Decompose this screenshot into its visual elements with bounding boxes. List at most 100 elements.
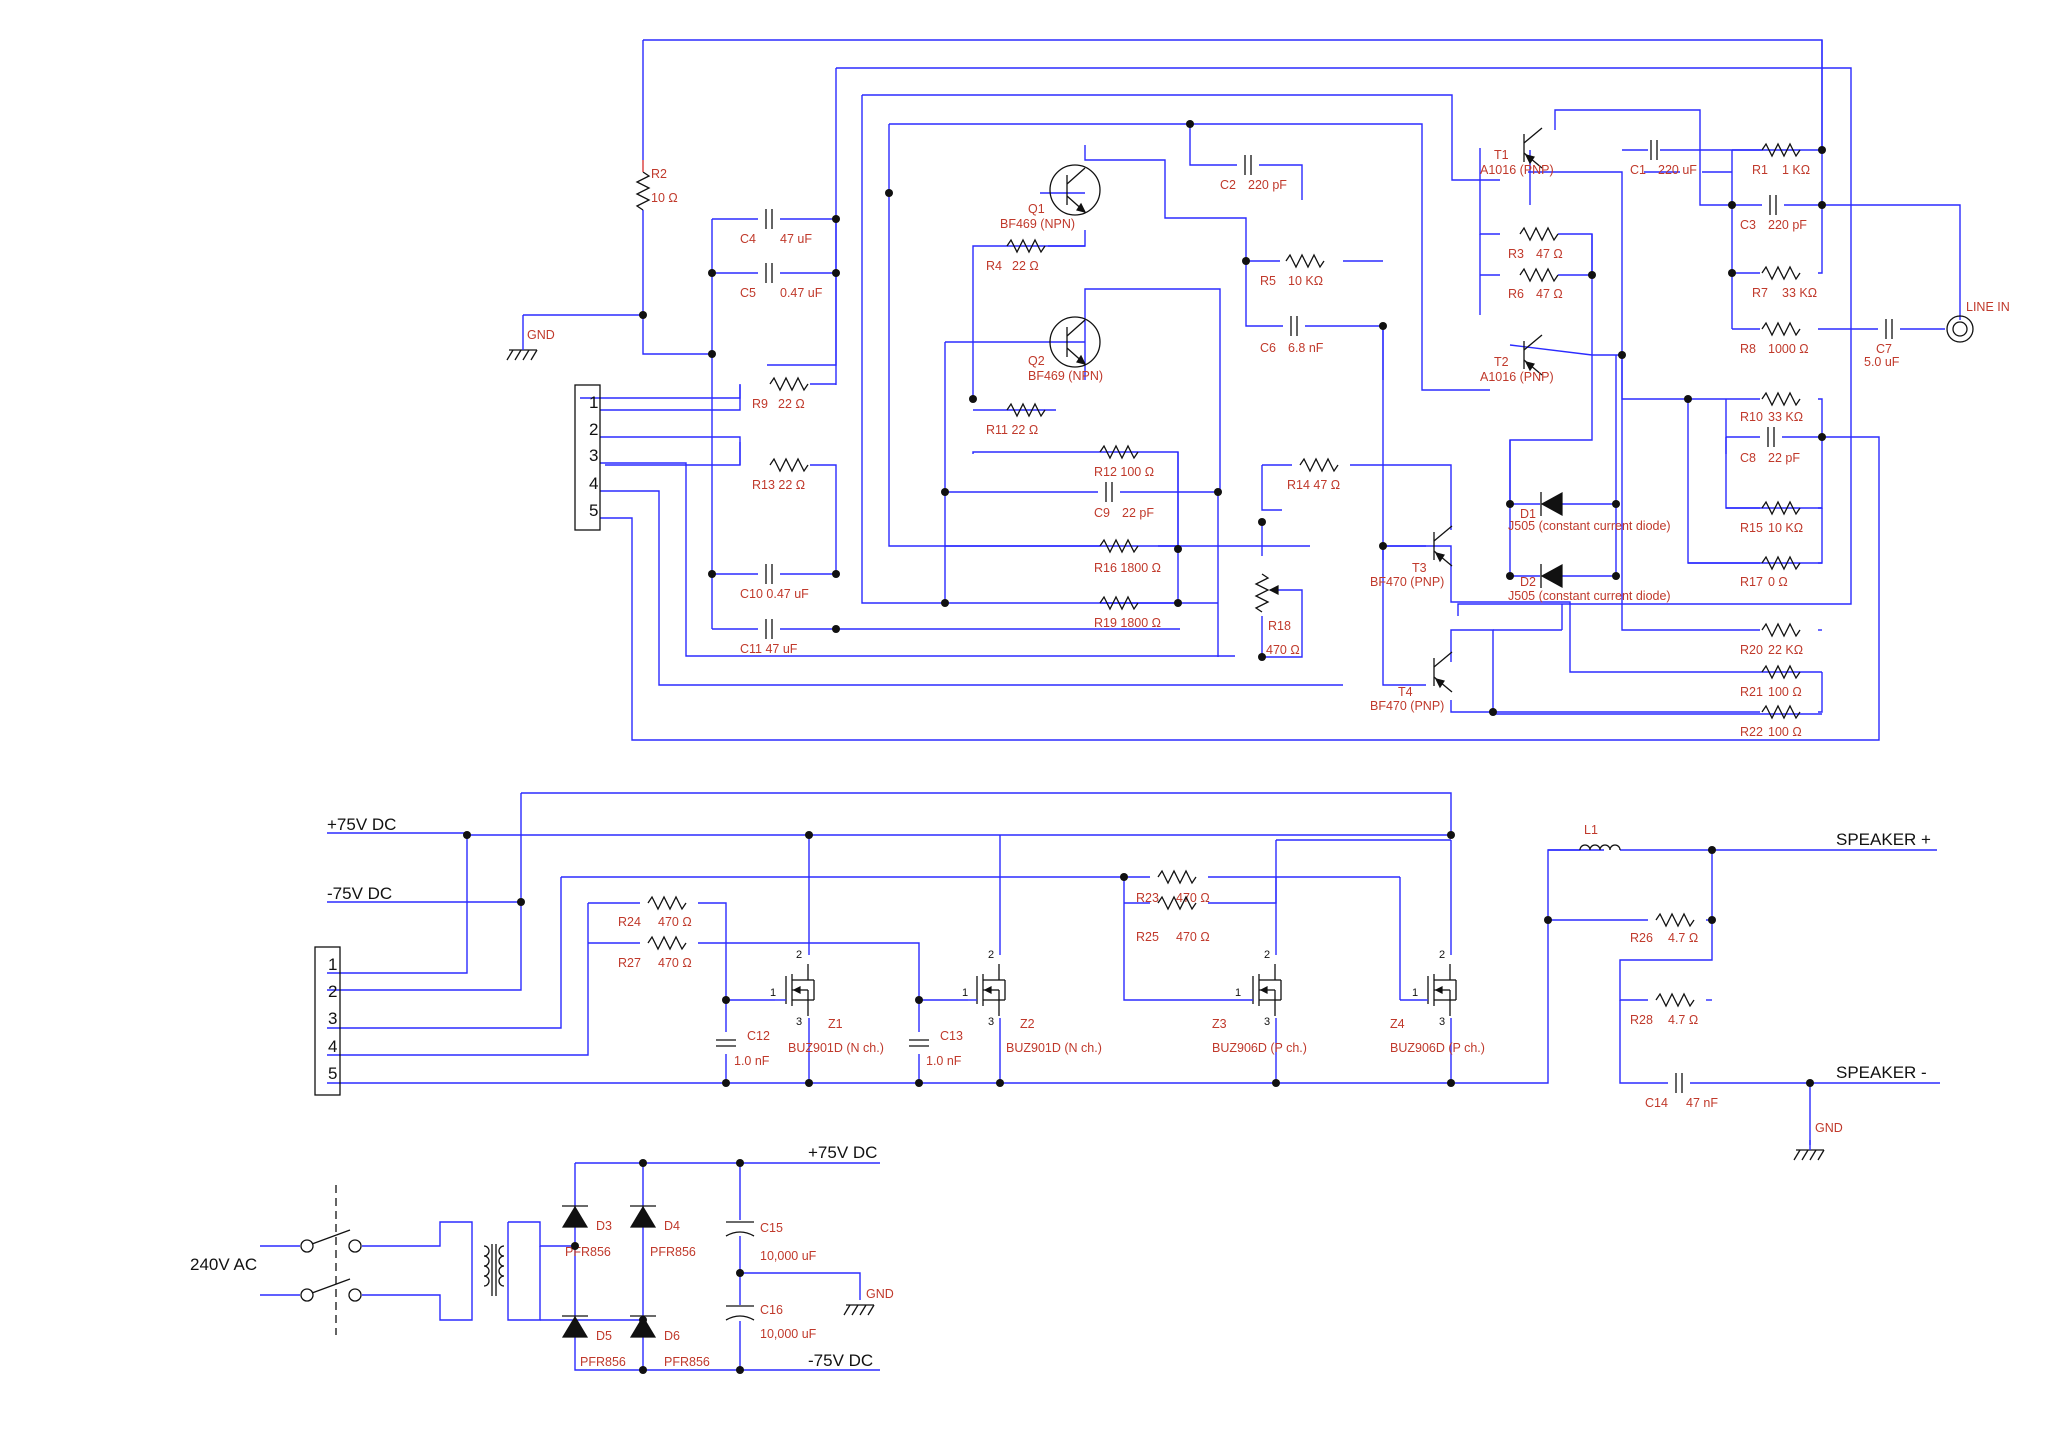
label-R26: R26 xyxy=(1630,931,1653,945)
label-speaker-minus: SPEAKER - xyxy=(1836,1063,1927,1082)
pin-bottom-3: 3 xyxy=(328,1009,337,1028)
pin-Z1-gate: 1 xyxy=(770,987,776,999)
resistor-R3 xyxy=(1519,227,1559,241)
pin-Z2-gate: 1 xyxy=(962,987,968,999)
pin-bottom-5: 5 xyxy=(328,1064,337,1083)
transistor-T4 xyxy=(1433,651,1453,693)
label-T4: T4 xyxy=(1398,685,1413,699)
value-C14: 47 nF xyxy=(1686,1096,1718,1110)
pin-Z2-drain: 2 xyxy=(988,949,994,961)
label-C5: C5 xyxy=(740,286,756,300)
gnd-symbol-3 xyxy=(843,1304,875,1316)
label-D6: D6 xyxy=(664,1329,680,1343)
mosfet-Z4 xyxy=(1427,963,1457,1017)
label-minus-75v-output: -75V DC xyxy=(327,884,392,903)
label-R22: R22 xyxy=(1740,725,1763,739)
value-C7: 5.0 uF xyxy=(1864,355,1900,369)
label-R9: R9 xyxy=(752,397,768,411)
value-C1: 220 uF xyxy=(1658,163,1697,177)
value-C16: 10,000 uF xyxy=(760,1327,817,1341)
mosfet-Z1 xyxy=(785,963,815,1017)
label-R25: R25 xyxy=(1136,930,1159,944)
label-C6: C6 xyxy=(1260,341,1276,355)
value-D2: J505 (constant current diode) xyxy=(1508,589,1671,603)
pin-bottom-2: 2 xyxy=(328,982,337,1001)
label-Q1: Q1 xyxy=(1028,202,1045,216)
label-R18: R18 xyxy=(1268,619,1291,633)
resistor-R24 xyxy=(647,896,687,910)
label-R4: R4 xyxy=(986,259,1002,273)
diode-D3 xyxy=(561,1205,589,1228)
switch-contact-2 xyxy=(300,1288,314,1302)
value-Z2: BUZ901D (N ch.) xyxy=(1006,1041,1102,1055)
value-D5: PFR856 xyxy=(580,1355,626,1369)
resistor-R7 xyxy=(1761,266,1801,280)
resistor-R5 xyxy=(1285,254,1325,268)
label-minus-75v-supply: -75V DC xyxy=(808,1351,873,1370)
label-C9: C9 xyxy=(1094,506,1110,520)
transformer xyxy=(483,1244,505,1296)
diode-D5 xyxy=(561,1315,589,1338)
junction-dots-top xyxy=(639,120,1826,716)
resistor-R9 xyxy=(769,377,809,391)
label-R14: R14 47 Ω xyxy=(1287,478,1340,492)
label-C1: C1 xyxy=(1630,163,1646,177)
value-C3: 220 pF xyxy=(1768,218,1807,232)
line-in-jack xyxy=(1946,315,1974,343)
value-D1: J505 (constant current diode) xyxy=(1508,519,1671,533)
capacitor-C1 xyxy=(1650,139,1658,161)
diode-D2 xyxy=(1540,563,1563,589)
switch-contact-1 xyxy=(300,1239,314,1253)
label-240v-ac: 240V AC xyxy=(190,1255,257,1274)
label-R8: R8 xyxy=(1740,342,1756,356)
resistor-R2 xyxy=(636,171,650,211)
label-R24: R24 xyxy=(618,915,641,929)
pin-top-2: 2 xyxy=(589,420,598,439)
value-C12: 1.0 nF xyxy=(734,1054,770,1068)
resistor-R22 xyxy=(1761,705,1801,719)
pin-Z3-gate: 1 xyxy=(1235,987,1241,999)
pin-bottom-1: 1 xyxy=(328,955,337,974)
label-C8: C8 xyxy=(1740,451,1756,465)
capacitor-C13 xyxy=(908,1039,930,1047)
value-C4: 47 uF xyxy=(780,232,812,246)
value-Z3: BUZ906D (P ch.) xyxy=(1212,1041,1307,1055)
pin-Z3-source: 3 xyxy=(1264,1016,1270,1028)
driver-components: R2 10 Ω GND C4 47 uF C5 0.47 uF R9 22 Ω … xyxy=(506,127,2010,739)
value-R3: 47 Ω xyxy=(1536,247,1563,261)
label-Z4: Z4 xyxy=(1390,1017,1405,1031)
label-R6: R6 xyxy=(1508,287,1524,301)
value-R9: 22 Ω xyxy=(778,397,805,411)
capacitor-C15 xyxy=(725,1221,755,1237)
driver-wiring xyxy=(522,39,1961,741)
value-R22: 100 Ω xyxy=(1768,725,1802,739)
value-C13: 1.0 nF xyxy=(926,1054,962,1068)
value-R27: 470 Ω xyxy=(658,956,692,970)
label-R13: R13 22 Ω xyxy=(752,478,805,492)
value-R1: 1 KΩ xyxy=(1782,163,1810,177)
pin-Z4-source: 3 xyxy=(1439,1016,1445,1028)
value-C5: 0.47 uF xyxy=(780,286,823,300)
label-D2: D2 xyxy=(1520,575,1536,589)
value-D4: PFR856 xyxy=(650,1245,696,1259)
value-R8: 1000 Ω xyxy=(1768,342,1809,356)
label-R23: R23 xyxy=(1136,891,1159,905)
connector-top xyxy=(574,384,601,531)
value-R23: 470 Ω xyxy=(1176,891,1210,905)
junction-dots-supply xyxy=(571,1159,744,1374)
label-plus-75v-output: +75V DC xyxy=(327,815,396,834)
capacitor-C6 xyxy=(1290,315,1298,337)
inductor-L1 xyxy=(1579,844,1621,851)
value-Z1: BUZ901D (N ch.) xyxy=(788,1041,884,1055)
power-supply-components: 240V AC D3 PFR856 D4 PFR856 D5 PFR856 D6… xyxy=(190,1143,894,1370)
output-stage-components: +75V DC -75V DC R24 470 Ω R27 470 Ω C12 … xyxy=(314,815,1931,1161)
label-R3: R3 xyxy=(1508,247,1524,261)
value-R28: 4.7 Ω xyxy=(1668,1013,1698,1027)
label-Q2: Q2 xyxy=(1028,354,1045,368)
label-C13: C13 xyxy=(940,1029,963,1043)
label-L1: L1 xyxy=(1584,823,1598,837)
value-Z4: BUZ906D (P ch.) xyxy=(1390,1041,1485,1055)
label-gnd-2: GND xyxy=(1815,1121,1843,1135)
label-C4: C4 xyxy=(740,232,756,246)
